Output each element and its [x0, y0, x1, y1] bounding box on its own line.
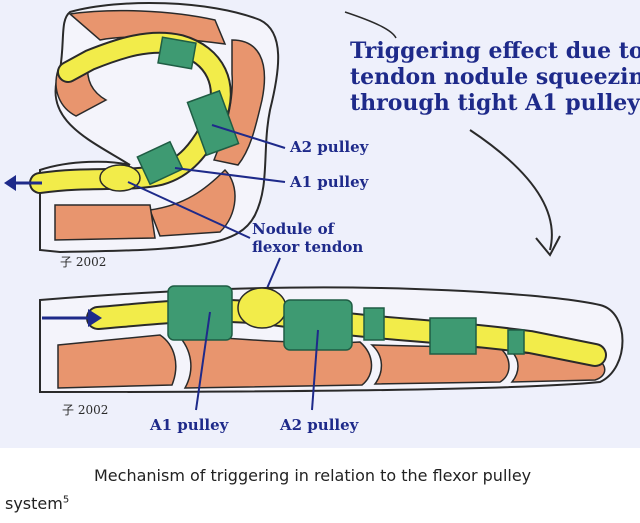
- extended-finger: [39, 285, 624, 393]
- metacarpal-bone: [54, 204, 156, 241]
- caption-line-2: system5: [5, 494, 69, 513]
- flexed-finger: [4, 1, 280, 254]
- metacarpal-bone-extended: [57, 334, 177, 389]
- pull-arrow-left-head: [4, 175, 16, 191]
- pulley-a4-bottom: [429, 317, 477, 355]
- a2-pulley-top-label: A2 pulley: [289, 138, 370, 156]
- pulley-a5-bottom: [507, 329, 525, 355]
- artist-signature-top: 子 2002: [60, 255, 106, 269]
- pulley-a1-bottom: [167, 285, 233, 341]
- caption-line-2-text: system: [5, 494, 63, 513]
- a2-pulley-top-leader: [211, 124, 286, 149]
- title-line-1: Triggering effect due to: [350, 38, 640, 64]
- caption-line-1: Mechanism of triggering in relation to t…: [94, 466, 532, 485]
- curved-arrow-top: [344, 11, 397, 39]
- pulley-a1-top: [136, 140, 184, 186]
- pulley-a3-bottom: [363, 307, 385, 341]
- push-arrow-right-head: [88, 309, 102, 327]
- a1-pulley-top-label: A1 pulley: [289, 173, 370, 191]
- a2-pulley-bottom-leader: [311, 329, 319, 411]
- pulley-a2-bottom: [283, 299, 353, 351]
- artist-signature-bottom: 子 2002: [62, 403, 108, 417]
- title-line-3: through tight A1 pulley: [350, 90, 640, 116]
- proximal-phalanx-bone: [148, 168, 236, 237]
- tendon-nodule-top: [99, 164, 141, 192]
- nodule-label-line-2: flexor tendon: [252, 238, 363, 256]
- a1-pulley-top-leader: [174, 167, 286, 183]
- trigger-finger-illustration: Triggering effect due to tendon nodule s…: [0, 0, 640, 448]
- title-line-2: tendon nodule squeezing: [350, 64, 640, 90]
- figure-caption: Mechanism of triggering in relation to t…: [0, 454, 640, 523]
- curved-arrow-down: [469, 129, 553, 251]
- a1-pulley-bottom-leader: [195, 311, 211, 411]
- pulley-a4-top: [157, 36, 197, 70]
- pulley-a2-top: [186, 89, 240, 157]
- figure-title: Triggering effect due to tendon nodule s…: [350, 38, 640, 116]
- curved-arrow-down-head: [535, 235, 561, 257]
- a2-pulley-bottom-label: A2 pulley: [279, 416, 360, 434]
- tendon-nodule-bottom: [237, 287, 287, 329]
- nodule-top-leader: [127, 181, 251, 239]
- caption-footnote: 5: [62, 494, 70, 506]
- nodule-label-line-1: Nodule of: [252, 220, 336, 238]
- a1-pulley-bottom-label: A1 pulley: [149, 416, 230, 434]
